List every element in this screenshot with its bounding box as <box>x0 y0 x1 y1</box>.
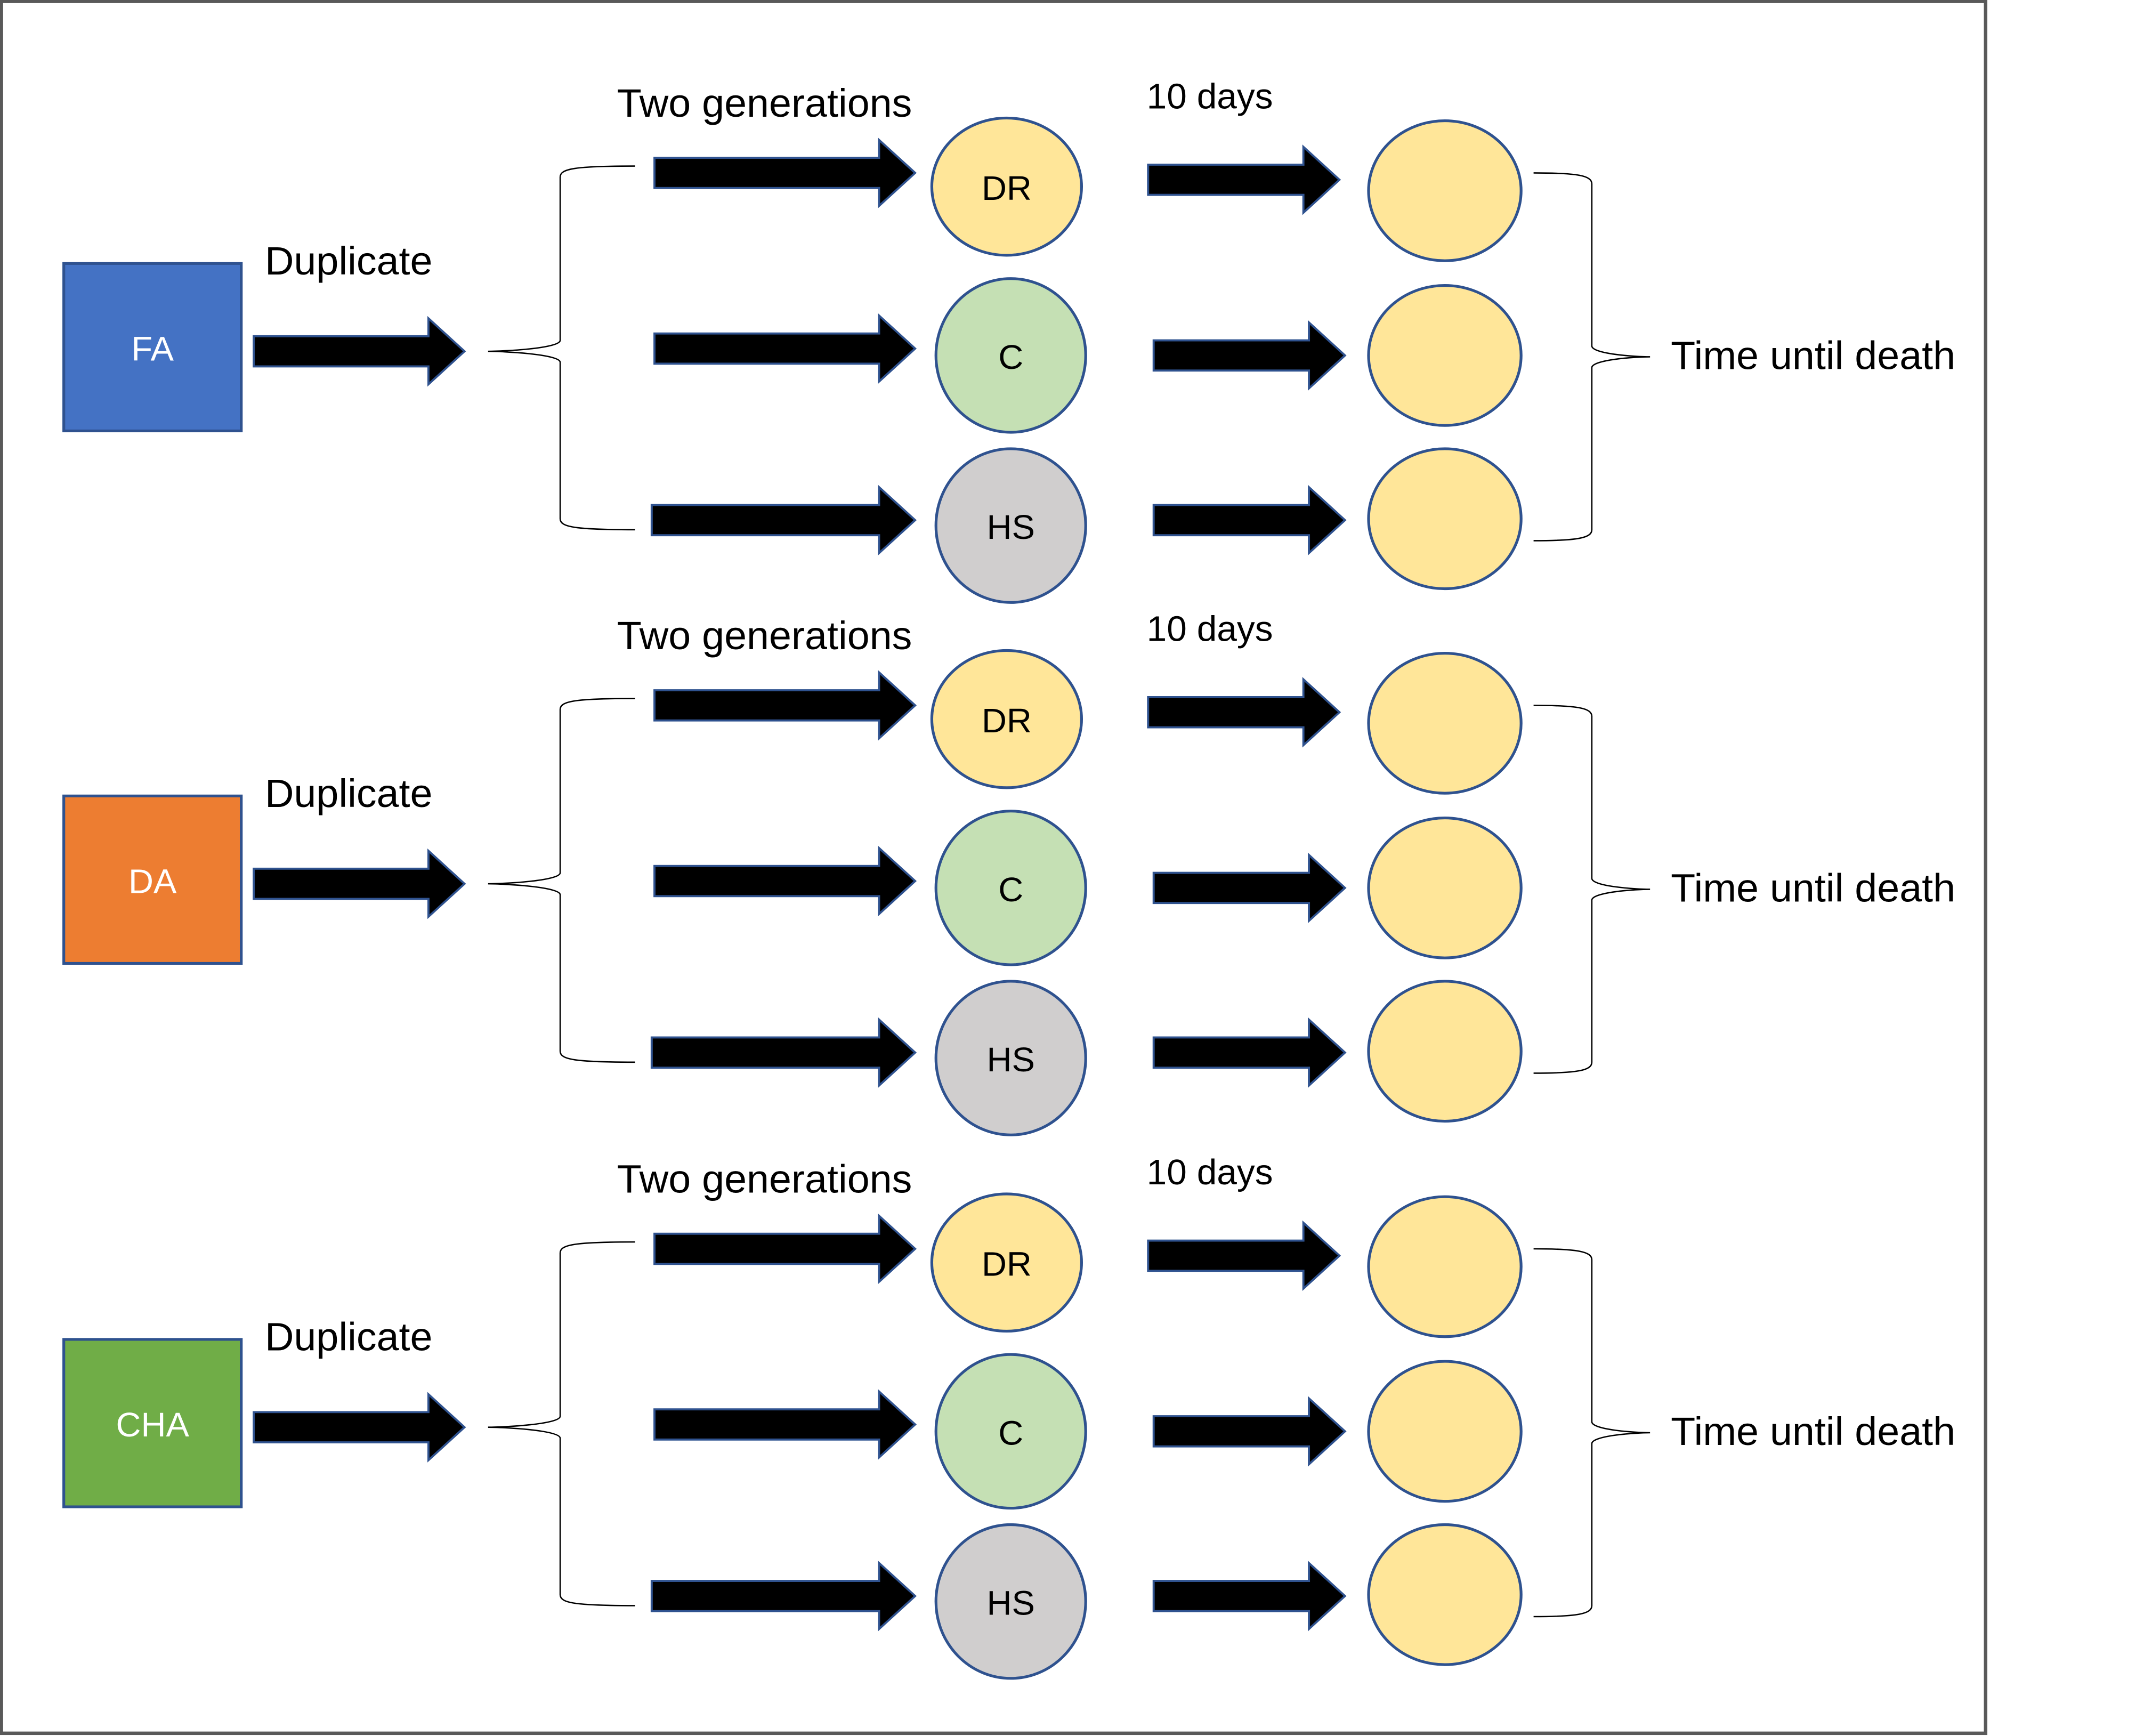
generation-arrow-hs <box>650 1017 917 1088</box>
split-brace <box>488 1241 635 1606</box>
outcome-node-dr <box>1367 1195 1523 1338</box>
ten-days-arrow-control <box>1152 320 1347 391</box>
outcome-brace <box>1533 1248 1651 1618</box>
treatment-label-dr: DR <box>982 1245 1032 1283</box>
duplicate-arrow <box>253 1392 466 1463</box>
ten-days-arrow-control <box>1152 1396 1347 1467</box>
generation-arrow-dr <box>653 138 917 208</box>
source-label: FA <box>131 329 174 368</box>
time-until-death-label: Time until death <box>1671 333 1955 378</box>
ten-days-arrow-hs <box>1152 1017 1347 1088</box>
duplicate-label: Duplicate <box>265 1314 433 1359</box>
outcome-brace <box>1533 172 1651 542</box>
ten-days-arrow-dr <box>1147 677 1341 748</box>
outcome-node-dr <box>1367 651 1523 795</box>
treatment-node-dr <box>930 116 1083 257</box>
treatment-node-hs <box>934 1523 1087 1680</box>
two-generations-label: Two generations <box>617 80 912 125</box>
ten-days-label: 10 days <box>1147 609 1273 649</box>
generation-arrow-control <box>653 845 917 917</box>
generation-arrow-hs <box>650 485 917 556</box>
generation-arrow-dr <box>653 670 917 741</box>
duplicate-label: Duplicate <box>265 771 433 815</box>
duplicate-label: Duplicate <box>265 238 433 283</box>
treatment-label-hs: HS <box>987 507 1035 546</box>
ten-days-arrow-control <box>1152 852 1347 924</box>
source-box-fa <box>62 262 243 433</box>
outcome-node-hs <box>1367 447 1523 591</box>
treatment-node-control <box>934 277 1087 434</box>
time-until-death-label: Time until death <box>1671 866 1955 910</box>
treatment-node-hs <box>934 980 1087 1136</box>
two-generations-label: Two generations <box>617 1157 912 1201</box>
ten-days-arrow-dr <box>1147 1220 1341 1291</box>
ten-days-label: 10 days <box>1147 1152 1273 1192</box>
outcome-node-dr <box>1367 119 1523 262</box>
split-brace <box>488 165 635 531</box>
split-brace <box>488 698 635 1063</box>
duplicate-arrow <box>253 316 466 387</box>
ten-days-arrow-hs <box>1152 1561 1347 1632</box>
ten-days-arrow-hs <box>1152 485 1347 556</box>
ten-days-label: 10 days <box>1147 77 1273 117</box>
outcome-node-control <box>1367 1360 1523 1503</box>
treatment-label-dr: DR <box>982 168 1032 207</box>
treatment-node-dr <box>930 649 1083 789</box>
treatment-label-hs: HS <box>987 1584 1035 1622</box>
generation-arrow-dr <box>653 1213 917 1285</box>
ten-days-arrow-dr <box>1147 144 1341 215</box>
source-label: DA <box>128 862 177 901</box>
source-label: CHA <box>116 1405 190 1444</box>
duplicate-arrow <box>253 848 466 919</box>
outcome-node-hs <box>1367 980 1523 1123</box>
source-box-da <box>62 794 243 965</box>
treatment-node-dr <box>930 1192 1083 1333</box>
two-generations-label: Two generations <box>617 613 912 658</box>
treatment-label-control: C <box>998 337 1023 376</box>
time-until-death-label: Time until death <box>1671 1409 1955 1454</box>
outcome-node-hs <box>1367 1523 1523 1666</box>
treatment-node-hs <box>934 447 1087 604</box>
source-box-cha <box>62 1338 243 1508</box>
generation-arrow-hs <box>650 1561 917 1632</box>
outcome-node-control <box>1367 816 1523 959</box>
treatment-label-dr: DR <box>982 701 1032 740</box>
treatment-label-control: C <box>998 1414 1023 1452</box>
treatment-label-control: C <box>998 870 1023 909</box>
outcome-node-control <box>1367 284 1523 427</box>
treatment-node-control <box>934 810 1087 966</box>
generation-arrow-control <box>653 313 917 384</box>
generation-arrow-control <box>653 1389 917 1460</box>
treatment-node-control <box>934 1353 1087 1510</box>
outcome-brace <box>1533 705 1651 1074</box>
treatment-label-hs: HS <box>987 1040 1035 1079</box>
